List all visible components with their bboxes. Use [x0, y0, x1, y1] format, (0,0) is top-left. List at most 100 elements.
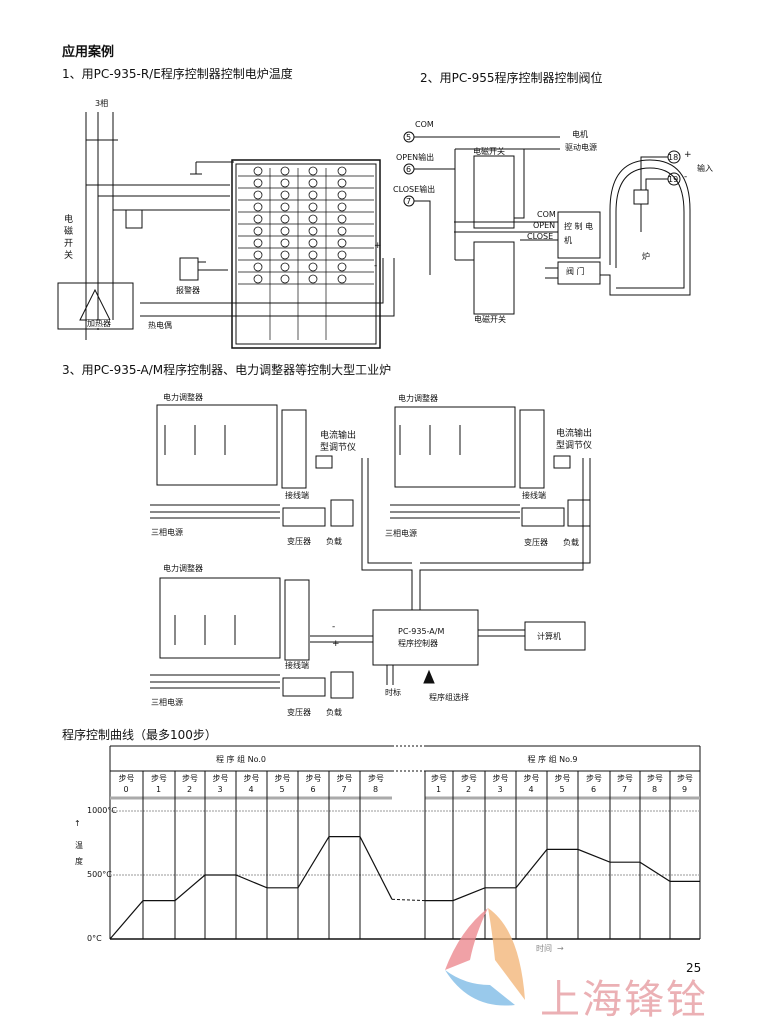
heater-label: 加热器	[87, 319, 111, 328]
program-curve-group-1	[425, 848, 700, 902]
input-plus: +	[684, 150, 692, 160]
step-label: 步号	[554, 774, 571, 783]
example1-diagram	[57, 112, 395, 349]
step-label: 步号	[586, 774, 602, 783]
terminal-18: 18	[668, 153, 679, 162]
close2-label: CLOSE	[527, 232, 554, 241]
regulator-type-label-2: 型调节仪	[556, 441, 593, 451]
step-label: 步号	[461, 774, 477, 783]
valve-label: 阀 门	[566, 267, 585, 276]
example3-diagram	[150, 404, 591, 699]
three-phase-label: 3相	[95, 99, 109, 108]
program-curve-group-0	[109, 835, 393, 940]
x-axis-arrow: →	[557, 944, 564, 953]
page-number: 25	[686, 961, 702, 975]
x-axis-label: 时间	[536, 944, 552, 953]
group-label: 程 序 组 No.9	[527, 755, 578, 764]
step-number: 4	[248, 785, 254, 794]
step-number: 5	[559, 785, 565, 794]
step-label: 步号	[492, 774, 509, 783]
thermocouple-label: 热电偶	[148, 321, 172, 330]
step-number: 0	[123, 785, 129, 794]
power-regulator-label-3: 电力调整器	[163, 564, 203, 573]
controller-name: 程序控制器	[398, 639, 438, 648]
step-label: 步号	[523, 774, 540, 783]
watermark-text: 上海锋铨	[540, 977, 708, 1023]
page-heading: 应用案例	[62, 45, 115, 60]
three-phase-power-label-3: 三相电源	[151, 698, 183, 707]
alarm-label: 报警器	[176, 286, 200, 295]
step-number: 8	[373, 785, 379, 794]
terminal-7: 7	[406, 197, 412, 206]
input-label: 输入	[697, 164, 713, 173]
y-axis-label: 温度	[75, 841, 83, 866]
open-output-label: OPEN输出	[396, 153, 435, 162]
step-label: 步号	[305, 774, 322, 783]
step-number: 2	[187, 785, 193, 794]
step-number: 7	[622, 785, 628, 794]
chart-frame-break	[392, 745, 425, 772]
com2-label: COM	[537, 210, 556, 219]
group-label: 程 序 组 No.0	[216, 755, 266, 764]
step-label: 步号	[368, 774, 384, 783]
step-number: 9	[682, 785, 688, 794]
step-number: 6	[310, 785, 316, 794]
control-motor-label: 控 制 电 机	[564, 222, 594, 245]
magnetic-switch-top-label: 电磁开关	[473, 147, 505, 156]
step-number: 1	[156, 785, 162, 794]
open2-label: OPEN	[533, 221, 556, 230]
terminal-5: 5	[406, 133, 412, 142]
y-tick-label: 1000°C	[87, 806, 117, 815]
step-number: 7	[341, 785, 347, 794]
step-label: 步号	[677, 774, 693, 783]
step-label: 步号	[431, 774, 447, 783]
step-number: 5	[279, 785, 285, 794]
minus-sign: -	[332, 622, 336, 632]
step-label: 步号	[274, 774, 291, 783]
drive-power-label: 驱动电源	[565, 143, 597, 152]
com-label: COM	[415, 120, 434, 129]
step-number: 1	[436, 785, 442, 794]
terminal-circles	[253, 166, 347, 284]
load-label-2: 负载	[563, 538, 579, 547]
transformer-label-2: 变压器	[524, 538, 548, 547]
terminal-block-label-1: 接线端	[285, 491, 309, 500]
terminal-grid	[238, 168, 374, 340]
y-tick-label: 0°C	[87, 934, 102, 943]
terminal-19: 19	[668, 175, 679, 184]
load-label-3: 负载	[326, 708, 342, 717]
load-label-1: 负载	[326, 537, 342, 546]
step-label: 步号	[617, 774, 633, 783]
power-regulator-label-2: 电力调整器	[398, 394, 438, 403]
step-label: 步号	[212, 774, 229, 783]
chart-frame	[109, 745, 701, 939]
example2-diagram	[403, 131, 691, 315]
three-phase-power-label-1: 三相电源	[151, 528, 183, 537]
minus-label: -	[374, 261, 378, 271]
terminal-6: 6	[406, 165, 412, 174]
terminal-block-label-2: 接线端	[522, 491, 546, 500]
step-number: 8	[652, 785, 658, 794]
magnetic-switch-bottom-label: 电磁开关	[474, 315, 506, 324]
close-output-label: CLOSE输出	[393, 185, 436, 194]
time-mark-label: 时标	[385, 688, 401, 697]
y-tick-label: 500°C	[87, 870, 112, 879]
example3-title: 3、用PC-935-A/M程序控制器、电力调整器等控制大型工业炉	[62, 363, 392, 377]
step-number: 3	[497, 785, 503, 794]
step-label: 步号	[243, 774, 260, 783]
input-minus: -	[684, 172, 688, 182]
step-label: 步号	[336, 774, 353, 783]
power-regulator-label-1: 电力调整器	[163, 393, 203, 402]
plus-sign: +	[332, 639, 340, 649]
example1-title: 1、用PC-935-R/E程序控制器控制电炉温度	[62, 67, 293, 81]
three-phase-power-label-2: 三相电源	[385, 529, 417, 538]
motor-label: 电机	[572, 130, 588, 139]
step-label: 步号	[182, 774, 198, 783]
controller-model: PC-935-A/M	[398, 627, 445, 636]
step-label: 步号	[118, 774, 135, 783]
terminal-block-label-3: 接线端	[285, 661, 309, 670]
chart-title: 程序控制曲线（最多100步）	[62, 728, 217, 742]
